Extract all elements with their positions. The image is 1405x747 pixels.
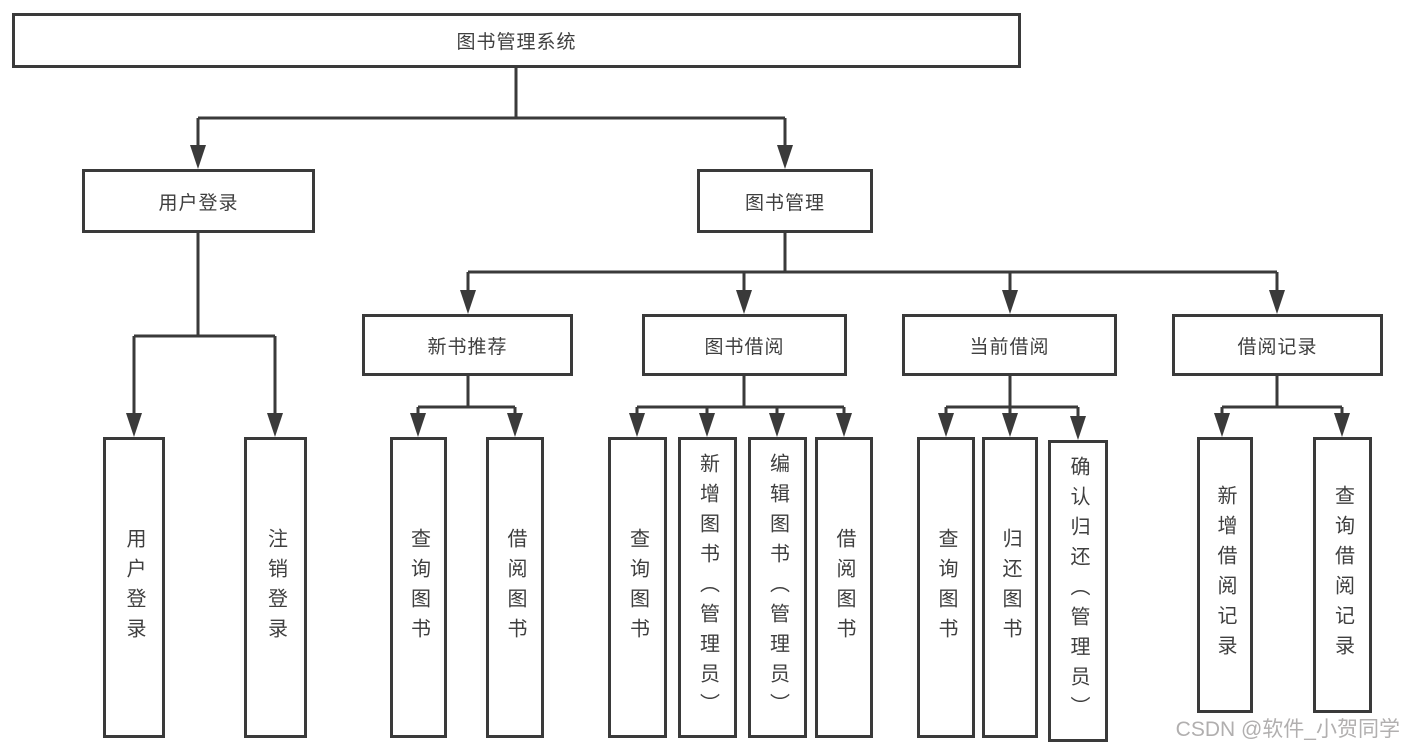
arrowhead — [699, 413, 715, 437]
arrowhead — [1334, 413, 1350, 437]
leaf-logout: 注销登录 — [244, 437, 307, 738]
connector-user-login-to-leaves — [126, 233, 283, 437]
arrowhead — [629, 413, 645, 437]
node-root-library-management-system: 图书管理系统 — [12, 13, 1021, 68]
leaf-confirm-return-admin: 确认归还（管理员） — [1048, 440, 1108, 742]
node-label: 新增图书（管理员） — [696, 452, 719, 723]
node-book-management: 图书管理 — [697, 169, 873, 233]
leaf-query-books-borrowing: 查询图书 — [608, 437, 667, 738]
node-borrowing-records: 借阅记录 — [1172, 314, 1383, 376]
node-label: 当前借阅 — [969, 336, 1050, 358]
node-label: 查询图书 — [935, 527, 957, 648]
node-label: 查询图书 — [407, 527, 430, 648]
arrowhead — [769, 413, 785, 437]
node-label: 用户登录 — [123, 527, 145, 648]
arrowhead — [410, 413, 426, 437]
node-book-borrowing: 图书借阅 — [642, 314, 847, 376]
node-label: 新增借阅记录 — [1214, 485, 1236, 665]
leaf-query-borrow-record: 查询借阅记录 — [1313, 437, 1372, 713]
node-label: 编辑图书（管理员） — [766, 452, 789, 723]
leaf-add-books-admin: 新增图书（管理员） — [678, 437, 737, 738]
csdn-watermark: CSDN @软件_小贺同学 — [1175, 718, 1400, 741]
node-label: 借阅图书 — [504, 527, 526, 648]
connector-current-borrowing-to-leaves — [938, 376, 1086, 440]
arrowhead — [267, 413, 283, 437]
arrowhead — [938, 413, 954, 437]
node-label: 借阅图书 — [833, 527, 855, 648]
arrowhead — [1002, 290, 1018, 314]
node-label: 确认归还（管理员） — [1067, 456, 1089, 726]
arrowhead — [460, 290, 476, 314]
arrowhead — [1214, 413, 1230, 437]
arrowhead — [777, 145, 793, 169]
node-label: 注销登录 — [264, 527, 287, 648]
connector-book-borrowing-to-leaves — [629, 376, 852, 437]
leaf-borrow-books: 借阅图书 — [815, 437, 873, 738]
arrowhead — [507, 413, 523, 437]
arrowhead — [1002, 413, 1018, 437]
leaf-user-login: 用户登录 — [103, 437, 165, 738]
node-label: 借阅记录 — [1237, 336, 1318, 358]
node-label: 图书管理 — [744, 192, 825, 214]
connector-new-book-recommendation-to-leaves — [410, 376, 523, 437]
node-label: 用户登录 — [158, 192, 239, 214]
connector-root-to-level2 — [190, 68, 793, 169]
leaf-add-borrow-record: 新增借阅记录 — [1197, 437, 1253, 713]
node-label: 归还图书 — [999, 527, 1021, 648]
arrowhead — [126, 413, 142, 437]
leaf-borrow-books-recommendation: 借阅图书 — [486, 437, 544, 738]
node-current-borrowing: 当前借阅 — [902, 314, 1117, 376]
connector-book-management-to-level3 — [460, 233, 1285, 314]
node-label: 图书借阅 — [704, 336, 785, 358]
node-label: 新书推荐 — [427, 336, 508, 358]
leaf-edit-books-admin: 编辑图书（管理员） — [748, 437, 807, 738]
arrowhead — [736, 290, 752, 314]
node-user-login: 用户登录 — [82, 169, 315, 233]
connector-borrowing-records-to-leaves — [1214, 376, 1350, 437]
node-label: 图书管理系统 — [456, 32, 577, 53]
leaf-return-books: 归还图书 — [982, 437, 1038, 738]
arrowhead — [836, 413, 852, 437]
node-new-book-recommendation: 新书推荐 — [362, 314, 573, 376]
node-label: 查询借阅记录 — [1331, 485, 1354, 665]
arrowhead — [1269, 290, 1285, 314]
node-label: 查询图书 — [626, 527, 649, 648]
arrowhead — [190, 145, 206, 169]
leaf-query-books-current: 查询图书 — [917, 437, 975, 738]
arrowhead — [1070, 416, 1086, 440]
leaf-query-books-recommendation: 查询图书 — [390, 437, 447, 738]
